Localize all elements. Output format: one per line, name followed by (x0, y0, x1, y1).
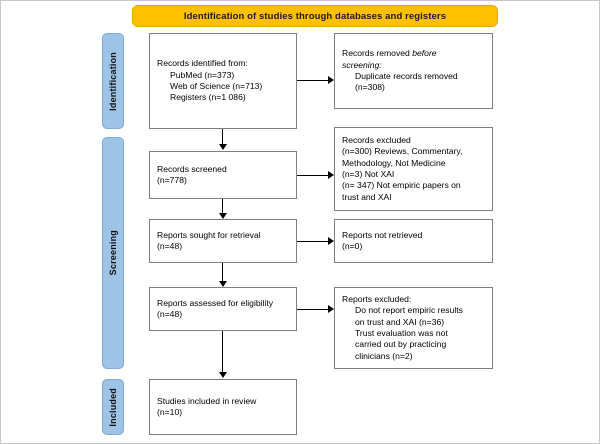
records-screened-line-2: (n=778) (157, 175, 187, 185)
reports-assessed-line-1: Reports assessed for eligibility (157, 297, 274, 308)
arrowhead-identified-to-screened (219, 144, 227, 150)
arrowhead-screened-to-sought (219, 213, 227, 219)
stage-label-identification: Identification (108, 51, 118, 111)
stage-label-included: Included (108, 387, 118, 427)
connector-screened-to-excluded (297, 175, 328, 176)
reports-excluded-line-1: Reports excluded: (342, 293, 412, 304)
diagram-header-banner: Identification of studies through databa… (132, 5, 498, 27)
connector-identified-to-screened (222, 129, 223, 145)
connector-sought-to-not-retrieved (297, 241, 328, 242)
stage-bar-included: Included (102, 379, 124, 435)
reports-assessed-line-2: (n=48) (157, 309, 183, 319)
records-removed-line-4: (n=308) (355, 82, 385, 93)
reports-sought-line-2: (n=48) (157, 241, 183, 251)
records-identified-line-4: Registers (n=1 086) (170, 92, 246, 103)
connector-assessed-to-excluded (297, 309, 328, 310)
records-identified-line-1: Records identified from: (157, 58, 248, 69)
records-removed-line-1-text: Records removed (342, 48, 413, 59)
records-removed-line-2: screening: (342, 59, 382, 70)
diagram-title: Identification of studies through databa… (183, 10, 447, 22)
records-excluded-line-5: (n= 347) Not empiric papers on (342, 180, 461, 191)
connector-screened-to-sought (222, 199, 223, 214)
connector-sought-to-assessed (222, 263, 223, 281)
records-screened-line-1: Records screened (157, 163, 227, 174)
records-excluded-line-2: (n=300) Reviews, Commentary, (342, 146, 463, 157)
records-removed-line-1: Records removed before (342, 48, 485, 59)
reports-not-retrieved-line-1: Reports not retrieved (342, 229, 423, 240)
records-excluded-line-6: trust and XAI (342, 191, 392, 202)
records-excluded-line-4: (n=3) Not XAI (342, 169, 395, 179)
reports-excluded-line-3: on trust and XAI (n=36) (355, 316, 445, 327)
box-reports-sought: Reports sought for retrieval (n=48) (149, 219, 297, 263)
stage-label-screening: Screening (108, 230, 118, 276)
reports-excluded-line-2: Do not report empiric results (355, 305, 463, 316)
connector-assessed-to-included (222, 331, 223, 373)
reports-excluded-line-5: carried out by practicing (355, 339, 447, 350)
arrowhead-assessed-to-excluded (328, 305, 334, 313)
connector-identified-to-removed (297, 80, 328, 81)
arrowhead-assessed-to-included (219, 372, 227, 378)
reports-excluded-line-6: clinicians (n=2) (355, 350, 413, 361)
box-records-excluded: Records excluded (n=300) Reviews, Commen… (334, 127, 493, 211)
studies-included-line-1: Studies included in review (157, 395, 257, 406)
studies-included-line-2: (n=10) (157, 407, 183, 417)
arrowhead-sought-to-assessed (219, 281, 227, 287)
reports-not-retrieved-line-2: (n=0) (342, 241, 363, 251)
arrowhead-screened-to-excluded (328, 171, 334, 179)
reports-excluded-line-4: Trust evaluation was not (355, 328, 448, 338)
arrowhead-identified-to-removed (328, 76, 334, 84)
box-records-screened: Records screened (n=778) (149, 151, 297, 199)
box-records-identified: Records identified from: PubMed (n=373) … (149, 33, 297, 129)
reports-sought-line-1: Reports sought for retrieval (157, 229, 261, 240)
records-removed-line-3: Duplicate records removed (355, 71, 458, 81)
stage-bar-identification: Identification (102, 33, 124, 129)
box-studies-included: Studies included in review (n=10) (149, 379, 297, 435)
box-reports-assessed: Reports assessed for eligibility (n=48) (149, 287, 297, 331)
stage-bar-screening: Screening (102, 137, 124, 369)
box-reports-not-retrieved: Reports not retrieved (n=0) (334, 219, 493, 263)
records-excluded-line-3: Methodology, Not Medicine (342, 157, 446, 168)
records-identified-line-2: PubMed (n=373) (170, 69, 235, 80)
arrowhead-sought-to-not-retrieved (328, 237, 334, 245)
box-records-removed: Records removed before screening: Duplic… (334, 33, 493, 109)
records-excluded-line-1: Records excluded (342, 134, 411, 145)
records-identified-line-3: Web of Science (n=713) (170, 81, 263, 91)
records-removed-line-1-emphasis: before (412, 48, 437, 59)
box-reports-excluded: Reports excluded: Do not report empiric … (334, 287, 493, 369)
